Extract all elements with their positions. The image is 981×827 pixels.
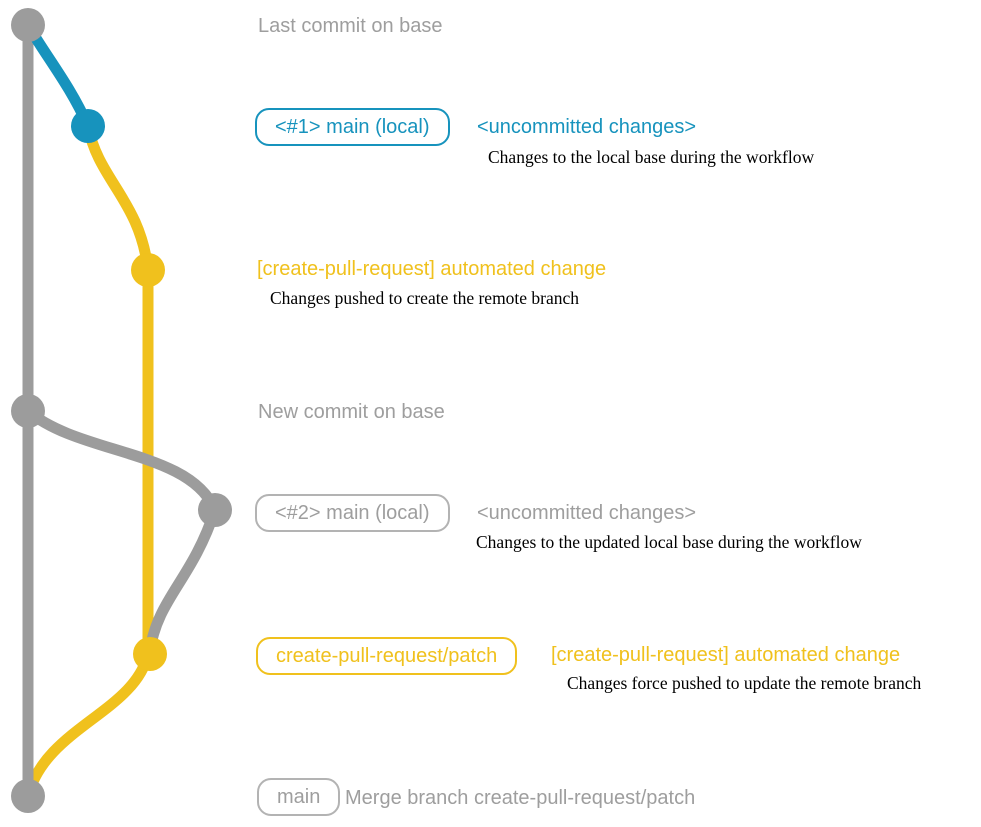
branch-badge-create-pull-request-patch: create-pull-request/patch <box>256 637 518 675</box>
branch-badge-main-local-1-label: <#1> main (local) <box>275 115 430 138</box>
heading-uncommitted-changes-2: <uncommitted changes> <box>477 502 697 524</box>
heading-merge-branch: Merge branch create-pull-request/patch <box>345 787 696 809</box>
annotation-last-commit-on-base: Last commit on base <box>258 15 443 37</box>
commit-dot-main-local-1 <box>71 109 105 143</box>
commit-dot-new-commit-on-base <box>11 394 45 428</box>
caption-pushed-create-remote-branch: Changes pushed to create the remote bran… <box>270 288 580 308</box>
annotation-new-commit-on-base: New commit on base <box>258 401 445 423</box>
heading-automated-change-2: [create-pull-request] automated change <box>551 644 901 666</box>
caption-local-base-changes-1: Changes to the local base during the wor… <box>488 147 815 167</box>
caption-updated-local-base-changes: Changes to the updated local base during… <box>476 532 862 552</box>
commit-dot-automated-change-1 <box>131 253 165 287</box>
commit-dot-automated-change-2 <box>133 637 167 671</box>
branch-badge-create-pull-request-patch-label: create-pull-request/patch <box>276 644 498 667</box>
commit-dot-merge <box>11 779 45 813</box>
commit-dot-main-local-2 <box>198 493 232 527</box>
branch-badge-main-label: main <box>277 785 321 808</box>
heading-automated-change-1: [create-pull-request] automated change <box>257 258 607 280</box>
caption-force-pushed-remote-branch: Changes force pushed to update the remot… <box>567 673 922 693</box>
branch-badge-main: main <box>257 778 341 816</box>
branch-line-local-main-1 <box>23 22 94 129</box>
branch-line-create-pull-request-patch <box>82 124 154 654</box>
branch-line-local-main-2 <box>24 406 221 651</box>
commit-dot-last-commit-on-base <box>11 8 45 42</box>
git-graph <box>11 8 232 813</box>
branch-badge-main-local-2: <#2> main (local) <box>255 494 450 532</box>
branch-badge-main-local-2-label: <#2> main (local) <box>275 501 430 524</box>
heading-uncommitted-changes-1: <uncommitted changes> <box>477 116 697 138</box>
branch-badge-main-local-1: <#1> main (local) <box>255 108 450 146</box>
branch-line-patch-merge <box>22 652 154 798</box>
